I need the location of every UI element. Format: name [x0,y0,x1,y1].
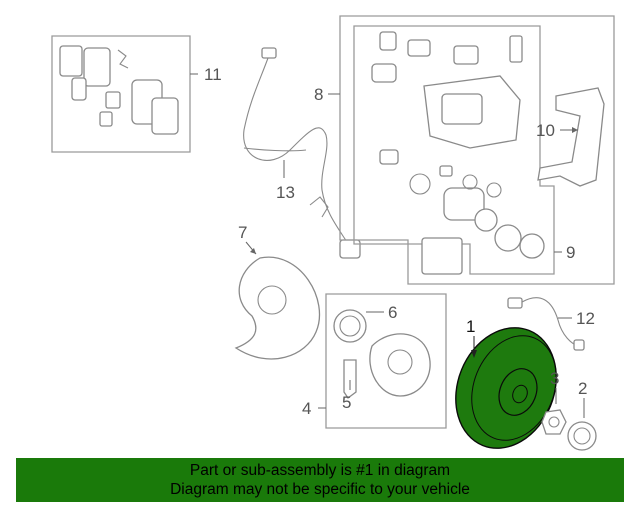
callout-1: 1 [466,317,475,336]
banner-line-2: Diagram may not be specific to your vehi… [170,481,470,498]
callout-2: 2 [578,379,587,398]
callout-10: 10 [536,121,555,140]
callout-13: 13 [276,183,295,202]
callout-4: 4 [302,399,311,418]
callout-9: 9 [566,243,575,262]
hub-assembly-group [318,293,447,429]
parts-diagram: 11 13 [51,15,615,451]
info-banner: Part or sub-assembly is #1 in diagram Di… [16,458,624,502]
banner-line-1: Part or sub-assembly is #1 in diagram [189,462,451,479]
callout-11: 11 [204,65,222,84]
brake-rotor-highlighted [455,327,557,449]
callout-6: 6 [388,303,397,322]
caliper-bracket [537,87,605,187]
abs-sensor-wire [243,47,361,259]
callout-8: 8 [314,85,323,104]
lug-nut [541,388,567,435]
callout-3: 3 [550,369,559,388]
dust-shield [234,241,321,360]
callout-12: 12 [576,309,595,328]
callout-7: 7 [238,223,247,242]
caliper-assembly-group [328,15,615,285]
hub-cap [567,398,597,451]
callout-5: 5 [342,393,351,412]
brake-pad-kit-group [51,35,198,153]
brake-hose [507,297,585,351]
